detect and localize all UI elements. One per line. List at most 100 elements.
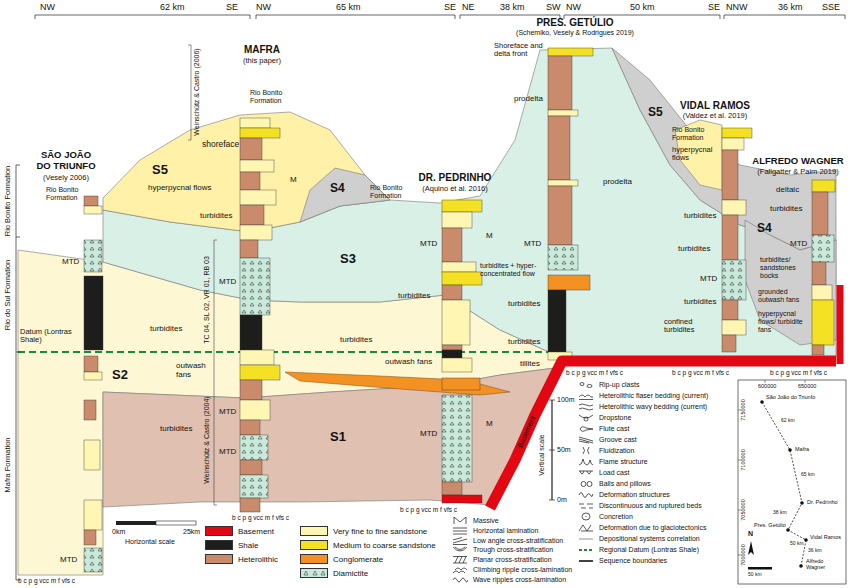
reference-bracket: [188, 45, 191, 140]
label: turbidites + hyper- concentrated flow: [480, 262, 546, 278]
lithology-bed: [240, 380, 262, 400]
lithology-bed: [240, 160, 274, 172]
legend-symbol: [579, 504, 593, 508]
illustration-part: [442, 200, 482, 503]
legend-symbol: [580, 383, 592, 388]
legend-text: Planar cross-stratification: [473, 556, 552, 563]
legend-text: Rip-up clasts: [599, 381, 639, 388]
legend-symbol: [578, 512, 594, 521]
lithology-bed: [548, 48, 593, 56]
illustration-part: [240, 118, 280, 512]
lithology-bed: [84, 206, 102, 214]
label: hyperpycnal flows: [148, 184, 212, 193]
map-tick: [765, 380, 766, 383]
lithology-bed: [722, 320, 746, 335]
lithology-bed: [240, 128, 280, 138]
label: Mafra: [795, 446, 809, 452]
lithology-bed: [722, 200, 746, 215]
label: MTD: [60, 556, 77, 565]
legend-symbol: [578, 534, 594, 543]
lithology-bed: [240, 420, 260, 435]
legend-symbol: [579, 415, 593, 421]
label: b c p g vcc m f vfs c: [770, 369, 827, 376]
label: turbidites: [508, 338, 540, 347]
map-route: [762, 402, 806, 566]
label: Horizontal scale: [125, 538, 175, 546]
label: 50 km: [748, 572, 762, 578]
lithology-bed: [548, 186, 572, 245]
legend-symbol: [452, 526, 468, 535]
map-scale: [748, 567, 772, 570]
legend-text: Fluidization: [599, 447, 634, 454]
datum-line: [18, 351, 560, 353]
label: turbidites: [684, 212, 716, 221]
illustration-part: [548, 48, 593, 360]
label: 65 km: [336, 2, 361, 12]
formation-bracket: [16, 165, 20, 580]
lithology-bed: [84, 500, 102, 530]
lithology-bed: [240, 118, 270, 128]
label: NNW: [726, 2, 748, 12]
label: deltaic: [776, 186, 799, 195]
formation-bracket: [16, 352, 20, 353]
label: 7050000: [740, 499, 746, 520]
lithology-bed: [442, 378, 480, 390]
reference-bracket: [214, 240, 217, 505]
label: 38 km: [500, 2, 525, 12]
lithology-bed: [240, 138, 262, 160]
sequence-s5: [103, 112, 390, 232]
legend-item: Groove cast: [578, 435, 637, 444]
lithology-bed: [722, 128, 752, 138]
label: SE: [444, 2, 456, 12]
label: Weinschütz & Castro (2006): [193, 48, 201, 135]
legend-item: Wave ripples cross-lamination: [452, 575, 566, 584]
lithology-bed: [240, 225, 272, 240]
legend-symbol: [578, 490, 594, 499]
label: SW: [546, 2, 561, 12]
legend-symbol: [578, 556, 594, 565]
legend-symbol: [453, 557, 467, 564]
label: MTD: [524, 240, 541, 249]
lithology-bed: [812, 235, 834, 262]
label: Rio Bonito Formation: [4, 166, 12, 236]
legend-item: Planar cross-stratification: [452, 555, 552, 564]
label: 25km: [183, 528, 200, 536]
legend-item: Deformation due to glaciotectonics: [578, 523, 706, 532]
distance-bar: [35, 15, 250, 19]
legend-text: Balls and pillows: [599, 480, 651, 487]
lithology-bed: [548, 275, 590, 290]
legend-text: Trough cross-stratification: [473, 546, 553, 553]
lithology-bed: [442, 300, 470, 345]
formation-bracket: [16, 237, 20, 238]
lithology-bed: [722, 138, 744, 150]
label: grounded outwash fans: [758, 288, 808, 304]
legend-text: Horizontal lamination: [473, 527, 538, 534]
label: NW: [566, 2, 581, 12]
label: tillites: [520, 360, 540, 369]
legend-symbol: [580, 427, 593, 432]
lithology-bed: [812, 192, 828, 235]
legend-text: Climbing ripple cross-lamination: [473, 566, 572, 573]
legend-item: Conglomerate: [300, 554, 383, 564]
label: MTD: [219, 408, 236, 417]
diamictite-pattern: [301, 569, 327, 577]
map-station: [800, 501, 804, 505]
label: 0m: [557, 496, 567, 504]
label: Mafra Formation: [4, 437, 12, 492]
vertical-scale: [549, 450, 555, 451]
illustration-part: [18, 48, 836, 575]
label: MTD: [219, 278, 236, 287]
lithology-bed: [240, 258, 270, 315]
label: outwash fans: [385, 358, 432, 367]
legend-symbol: [452, 516, 468, 525]
legend-text: Conglomerate: [333, 555, 383, 564]
legend-symbol: [454, 517, 466, 524]
legend-item: Concretion: [578, 512, 633, 521]
legend-swatch: [205, 540, 233, 550]
legend-item: Flame structure: [578, 457, 648, 466]
legend-symbol: [578, 545, 594, 554]
label: ALFREDO WAGNER: [752, 156, 843, 167]
lithology-bed: [84, 372, 102, 380]
conglomerate-band: [285, 372, 510, 395]
legend-item: Rip-up clasts: [578, 380, 639, 389]
